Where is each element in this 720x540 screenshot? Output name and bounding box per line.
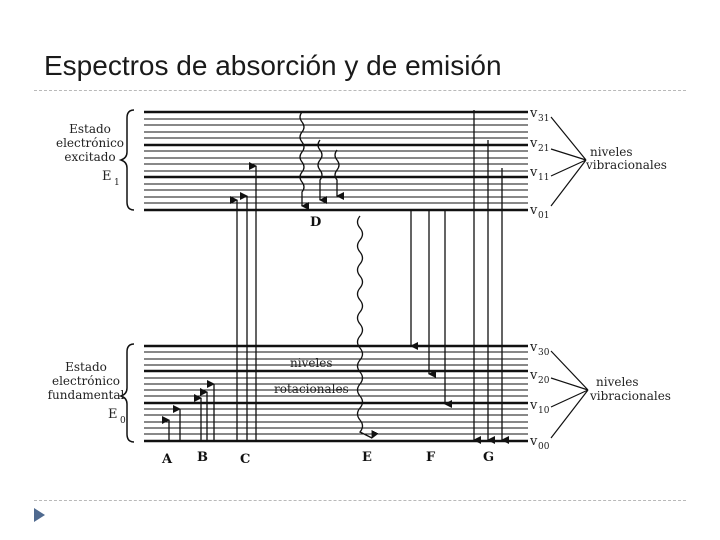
rot-label-2: rotacionales (274, 382, 349, 396)
upper-vib-label-1: niveles (590, 145, 633, 159)
lower-vib-pointers (550, 350, 589, 439)
level-v30: v (529, 340, 538, 355)
title-divider (34, 90, 686, 91)
wavy-arrow-D1 (299, 111, 309, 210)
lower-state-label-1: Estado (65, 360, 107, 374)
upper-state-label-2: electrónico (56, 136, 124, 150)
lower-vib-label-1: niveles (596, 375, 639, 389)
upper-energy-symbol: E (102, 169, 112, 184)
bullet-arrow-icon (34, 508, 45, 522)
lower-vib-label-2: vibracionales (589, 389, 671, 403)
lower-state-brace (118, 343, 135, 443)
wavy-arrow-D3 (334, 149, 344, 200)
upper-state-label-1: Estado (69, 122, 111, 136)
slide-title: Espectros de absorción y de emisión (44, 50, 502, 81)
upper-state-label-3: excitado (64, 150, 115, 164)
level-v11-sub: 11 (538, 173, 549, 183)
level-v31: v (529, 106, 538, 121)
transition-arrows (162, 110, 509, 444)
upper-state-brace (118, 109, 135, 211)
upper-vib-pointers (550, 116, 587, 207)
lower-energy-symbol: E (108, 407, 118, 422)
level-v01: v (529, 203, 538, 218)
footer-divider (34, 500, 686, 501)
level-v00: v (529, 434, 538, 449)
level-v20: v (529, 368, 538, 383)
level-v21: v (529, 136, 538, 151)
label-D: D (310, 215, 321, 230)
lower-energy-subscript: 0 (120, 416, 126, 426)
level-v11: v (529, 165, 538, 180)
wavy-arrows (299, 111, 379, 439)
level-v00-sub: 00 (538, 442, 550, 452)
label-A: A (161, 452, 173, 467)
label-F: F (426, 450, 436, 465)
level-v10: v (529, 398, 538, 413)
upper-state-levels (144, 110, 528, 212)
level-v31-sub: 31 (538, 114, 549, 124)
level-v30-sub: 30 (538, 348, 550, 358)
lower-state-label-3: fundamental (48, 388, 125, 402)
level-v20-sub: 20 (538, 376, 550, 386)
level-v01-sub: 01 (538, 211, 549, 221)
wavy-arrow-D2 (317, 139, 327, 204)
label-E: E (362, 450, 372, 465)
level-v10-sub: 10 (538, 406, 550, 416)
label-B: B (197, 450, 208, 465)
label-C: C (240, 452, 250, 467)
upper-energy-subscript: 1 (114, 178, 120, 188)
label-G: G (483, 450, 494, 465)
upper-vib-label-2: vibracionales (585, 158, 667, 172)
level-v21-sub: 21 (538, 144, 549, 154)
rot-label-1: niveles (290, 356, 333, 370)
lower-state-label-2: electrónico (52, 374, 120, 388)
wavy-arrow-E (356, 215, 379, 439)
